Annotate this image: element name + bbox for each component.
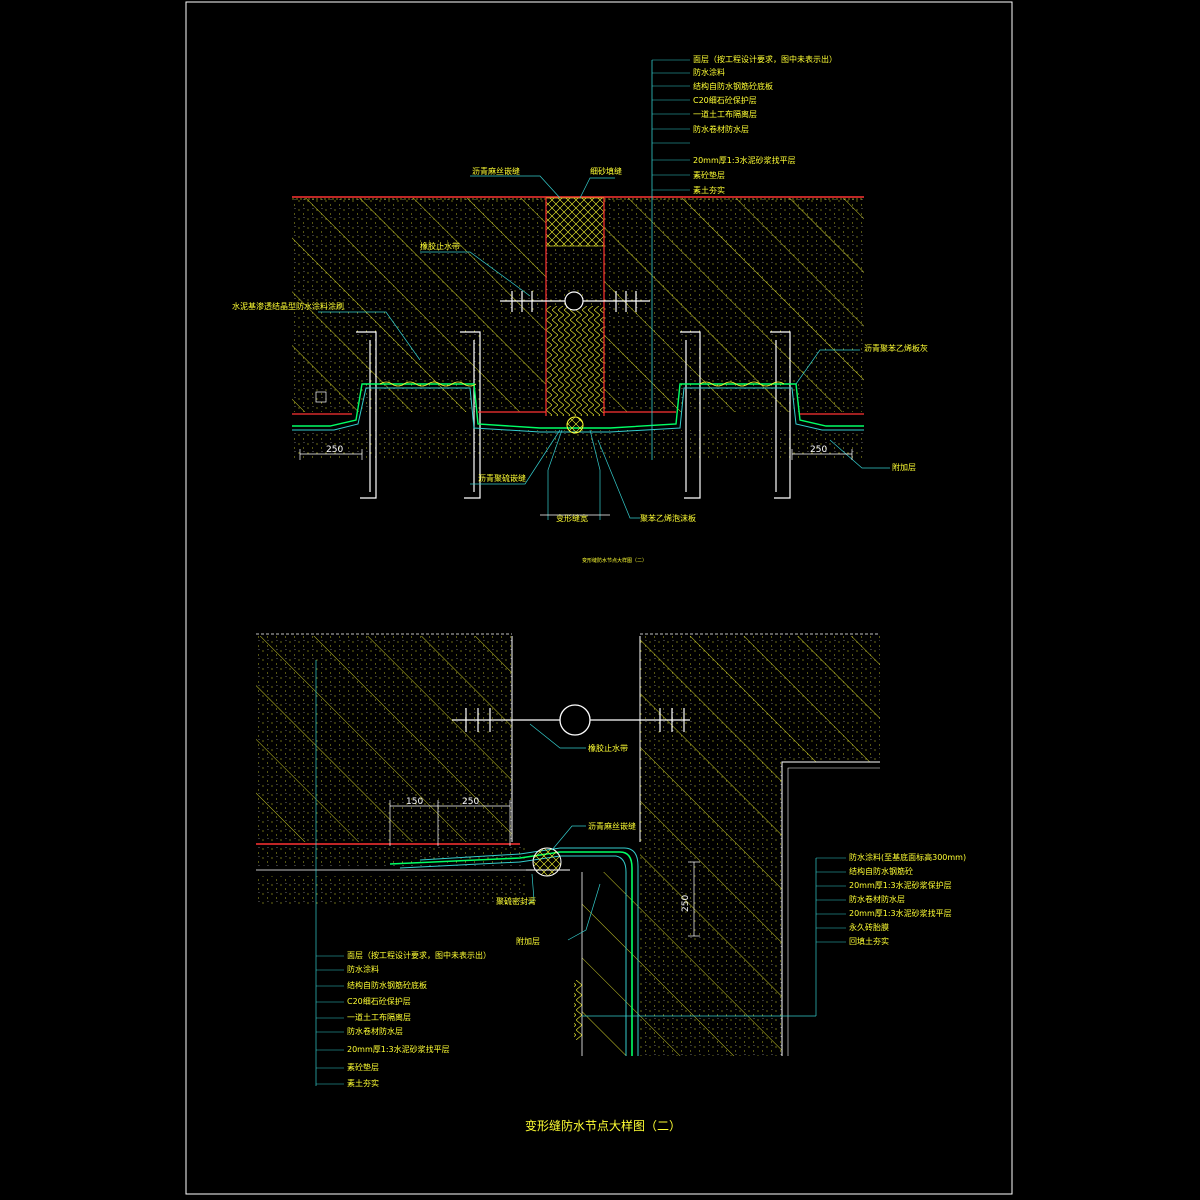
top-layer-3: C20细石砼保护层 [693, 95, 757, 105]
floor-layer-1: 防水涂料 [347, 964, 379, 974]
floor-layer-3: C20细石砼保护层 [347, 996, 411, 1006]
label-waterstop-bottom: 橡胶止水带 [588, 743, 628, 753]
wall-layer-4: 20mm厚1:3水泥砂浆找平层 [849, 908, 952, 918]
label-sealant-bottom-detail: 沥青麻丝嵌缝 [588, 821, 636, 831]
waterstop-bulb [564, 291, 584, 311]
wall-layer-0: 防水涂料(至基底面标高300mm) [849, 852, 966, 862]
sheet-title: 变形缝防水节点大样图（二） [525, 1118, 681, 1133]
dim-250-bottom: 250 [462, 797, 479, 807]
pe-foam-board [546, 306, 604, 416]
wall-layer-5: 永久砖胎膜 [849, 922, 889, 932]
sealant-block [545, 197, 605, 247]
dim-250-vertical: 250 [681, 895, 691, 912]
label-cover-right: 沥青聚苯乙烯板灰 [864, 343, 928, 353]
dim-250-right: 250 [810, 445, 827, 455]
wall-layer-callout: 防水涂料(至基底面标高300mm) 结构自防水钢筋砼 20mm厚1:3水泥砂浆保… [816, 852, 966, 946]
bottom-seal-circle [532, 847, 562, 877]
top-caption: 变形缝防水节点大样图（二） [582, 557, 647, 564]
label-membrane-left: 水泥基渗透结晶型防水涂料涂刷 [232, 301, 344, 311]
label-joint-width: 变形缝宽 [556, 513, 588, 523]
floor-layer-callout: 面层（按工程设计要求，图中未表示出） 防水涂料 结构自防水钢筋砼底板 C20细石… [316, 950, 491, 1088]
floor-layer-7: 素砼垫层 [347, 1062, 379, 1072]
top-layer-8: 素土夯实 [693, 185, 725, 195]
wall-layer-2: 20mm厚1:3水泥砂浆保护层 [849, 880, 952, 890]
top-layer-0: 面层（按工程设计要求，图中未表示出） [693, 54, 837, 64]
floor-layer-6: 20mm厚1:3水泥砂浆找平层 [347, 1044, 450, 1054]
bottom-ground-strip [256, 876, 526, 906]
top-layer-4: 一道土工布隔离层 [693, 109, 757, 119]
dim-250-left: 250 [326, 445, 343, 455]
label-caulk: 聚硫密封膏 [496, 896, 536, 906]
top-layer-7: 素砼垫层 [693, 170, 725, 180]
label-sealant-bottom: 沥青聚硫嵌缝 [478, 473, 526, 483]
bottom-membrane [389, 847, 639, 1056]
label-waterstop-top: 橡胶止水带 [420, 241, 460, 251]
label-pe-board: 聚苯乙烯泡沫板 [640, 513, 696, 523]
floor-layer-8: 素土夯实 [347, 1078, 379, 1088]
top-layer-callout: 面层（按工程设计要求，图中未表示出） 防水涂料 结构自防水钢筋砼底板 C20细石… [652, 54, 837, 195]
floor-layer-2: 结构自防水钢筋砼底板 [347, 980, 427, 990]
wall-layer-3: 防水卷材防水层 [849, 894, 905, 904]
top-layer-1: 防水涂料 [693, 67, 725, 77]
top-layer-6: 20mm厚1:3水泥砂浆找平层 [693, 155, 796, 165]
top-base-strip [292, 430, 864, 460]
wall-layer-6: 回填土夯实 [849, 936, 889, 946]
label-additional-layer-bottom: 附加层 [516, 936, 540, 946]
label-additional-layer-top: 附加层 [892, 462, 916, 472]
top-layer-2: 结构自防水钢筋砼底板 [693, 81, 773, 91]
detail-top: 面层（按工程设计要求，图中未表示出） 防水涂料 结构自防水钢筋砼底板 C20细石… [232, 54, 928, 564]
floor-layer-5: 防水卷材防水层 [347, 1026, 403, 1036]
wall-layer-1: 结构自防水钢筋砼 [849, 866, 913, 876]
label-sand-fill: 细砂填缝 [590, 166, 622, 176]
floor-layer-4: 一道土工布隔离层 [347, 1012, 411, 1022]
sheet-frame [185, 1, 1013, 1195]
dim-150: 150 [406, 797, 423, 807]
floor-layer-0: 面层（按工程设计要求，图中未表示出） [347, 950, 491, 960]
detail-bottom: 150 250 250 橡胶止水带 沥青麻丝嵌缝 聚硫密封膏 附加层 防水涂料(… [256, 633, 966, 1088]
bottom-seal-bulb [566, 416, 584, 434]
bottom-waterstop-bulb [559, 704, 591, 736]
label-sealant-top: 沥青麻丝嵌缝 [472, 166, 520, 176]
top-layer-5: 防水卷材防水层 [693, 124, 749, 134]
